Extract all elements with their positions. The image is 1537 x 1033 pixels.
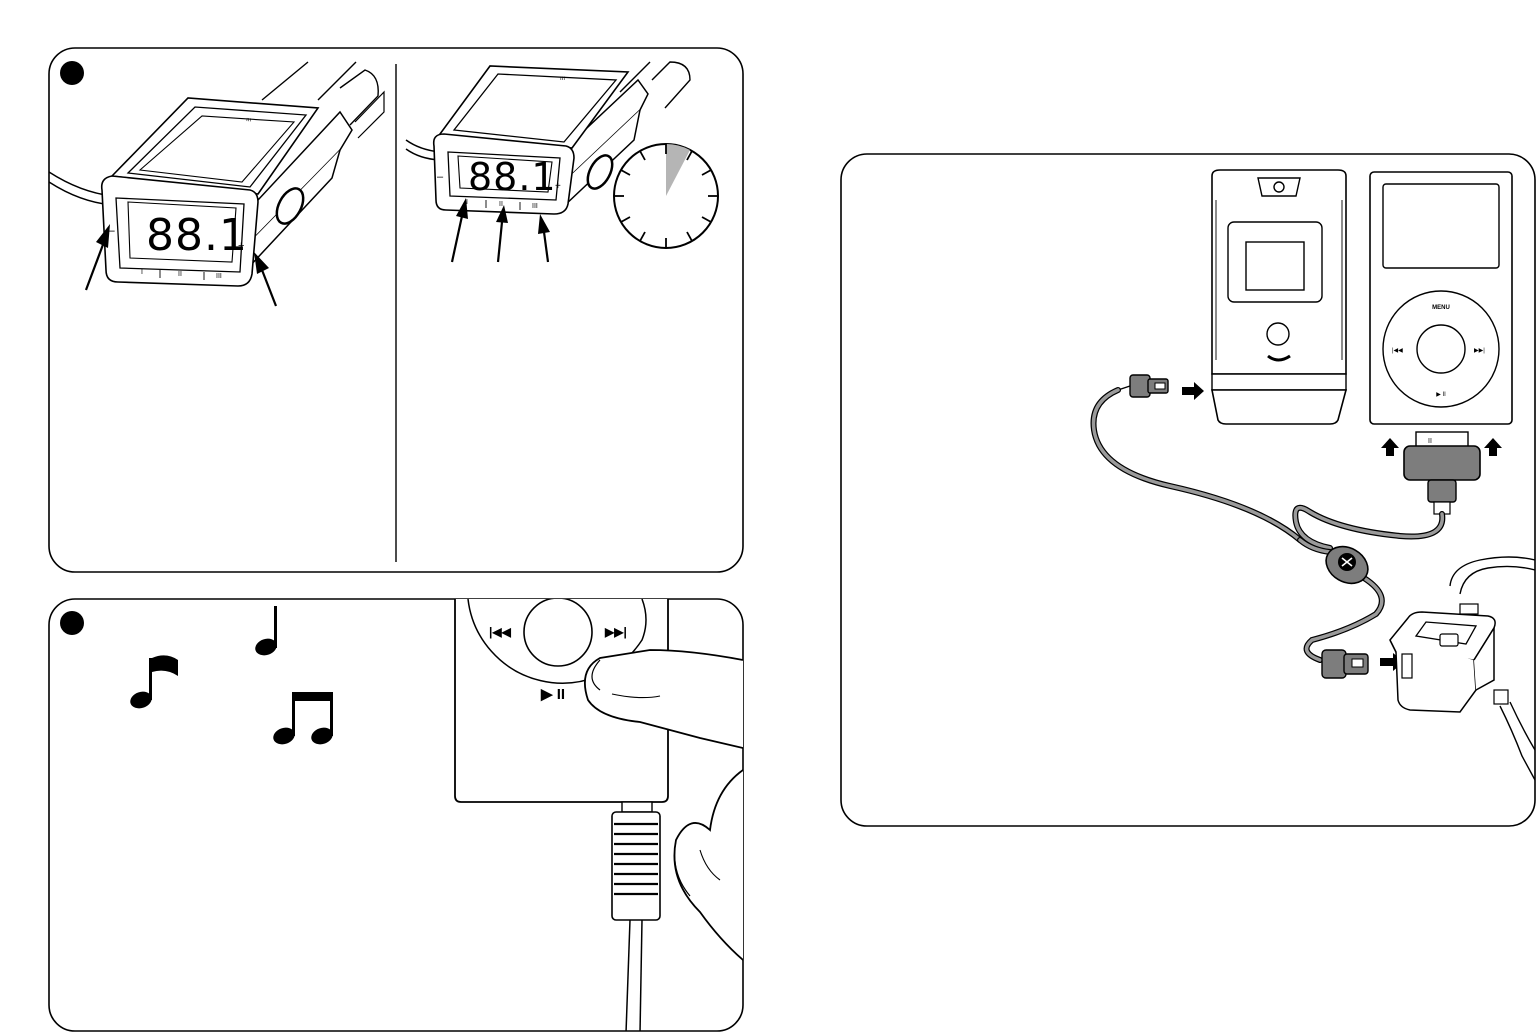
preset-label-3: III (216, 273, 222, 280)
step-bullet (60, 61, 84, 85)
next-track-label[interactable]: ▶▶| (604, 625, 627, 639)
preset-label-2: II (499, 201, 503, 208)
panel-step-3: MENU |◀◀ ▶▶| ▶ II II (841, 154, 1535, 826)
external-screen (1246, 242, 1304, 290)
svg-text:ııı: ııı (246, 117, 252, 124)
previous-label[interactable]: |◀◀ (1392, 348, 1403, 354)
flip-phone-device (1212, 170, 1346, 424)
step-bullet (60, 611, 84, 635)
center-button[interactable] (1417, 325, 1465, 373)
svg-text:ııı: ııı (560, 76, 565, 82)
preset-label-1: I (141, 269, 143, 276)
transmitter-connector-plug (1322, 650, 1368, 678)
ipod-screen (1383, 184, 1499, 268)
timer-clock-icon (614, 144, 718, 248)
panel-step-1: ııı 88.1 – + I II III (49, 48, 743, 572)
play-label[interactable]: ▶ II (1436, 392, 1446, 398)
plus-button-label: + (238, 240, 244, 252)
menu-label[interactable]: MENU (1432, 305, 1450, 311)
play-pause-label[interactable]: ▶ II (540, 686, 565, 703)
preset-label-3: III (532, 203, 538, 210)
plus-button-label: + (555, 181, 561, 192)
ipod-device: MENU |◀◀ ▶▶| ▶ II (1370, 172, 1512, 424)
lcd-frequency: 88.1 (146, 210, 248, 261)
camera-lens-icon (1274, 182, 1284, 192)
next-label[interactable]: ▶▶| (1474, 348, 1485, 354)
center-select-button[interactable] (524, 598, 592, 666)
previous-track-label[interactable]: |◀◀ (489, 625, 512, 639)
preset-label-2: II (178, 271, 182, 278)
panel-step-2: |◀◀ ▶▶| ▶ II (49, 598, 743, 1033)
svg-text:II: II (1428, 438, 1432, 445)
minus-button-label: – (437, 171, 444, 183)
lcd-frequency: 88.1 (468, 155, 557, 199)
